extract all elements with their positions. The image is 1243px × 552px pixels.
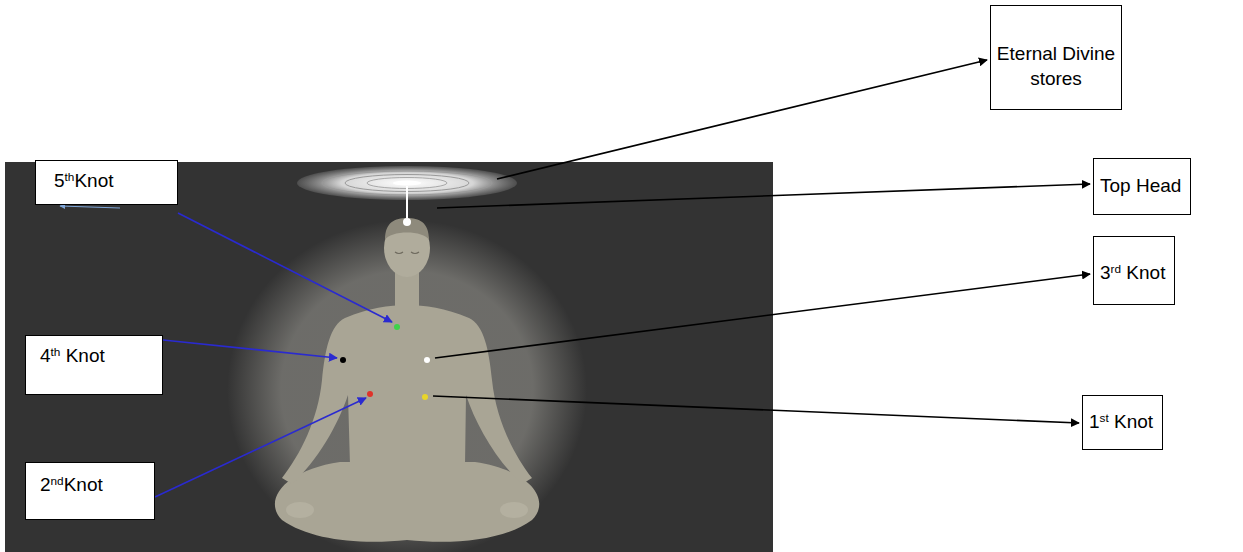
box-label: Top Head [1100, 174, 1181, 199]
label-box: Eternal Divine stores [990, 5, 1122, 110]
box-label: 1st Knot [1089, 410, 1153, 435]
leader-arrow [437, 184, 1090, 208]
box-label: 2ndKnot [40, 473, 103, 498]
knot-dot-green [394, 324, 400, 330]
ordinal-suffix: nd [51, 474, 64, 487]
label-box: 4th Knot [25, 335, 163, 395]
seated-figure [227, 218, 587, 552]
box-label: 3rd Knot [1100, 261, 1165, 286]
knot-dot-yellow [422, 394, 428, 400]
label-box: 2ndKnot [25, 462, 155, 520]
leader-arrow [433, 396, 1079, 423]
knot-dot-white [424, 357, 430, 363]
leader-arrow [163, 340, 337, 358]
ordinal-suffix: rd [1111, 262, 1121, 275]
ordinal-suffix: th [51, 345, 61, 358]
leader-arrow [178, 213, 392, 322]
ordinal-suffix: st [1100, 411, 1109, 424]
crown-dot [403, 218, 411, 226]
knot-dot-black [340, 357, 346, 363]
box-label: Eternal Divine stores [995, 42, 1117, 91]
label-box: 3rd Knot [1093, 236, 1175, 305]
stray-arrow [60, 206, 120, 208]
knot-dot-red [367, 391, 373, 397]
box-label: 5thKnot [54, 169, 113, 194]
ordinal-suffix: th [65, 170, 75, 183]
box-label: 4th Knot [40, 344, 105, 369]
leader-arrow [155, 398, 366, 497]
dark-background [5, 162, 773, 552]
label-box: 5thKnot [35, 160, 178, 205]
leader-arrow [435, 274, 1090, 358]
leader-arrow [497, 60, 987, 179]
label-box: 1st Knot [1082, 395, 1163, 450]
label-box: Top Head [1093, 158, 1191, 215]
light-cord [406, 186, 408, 220]
